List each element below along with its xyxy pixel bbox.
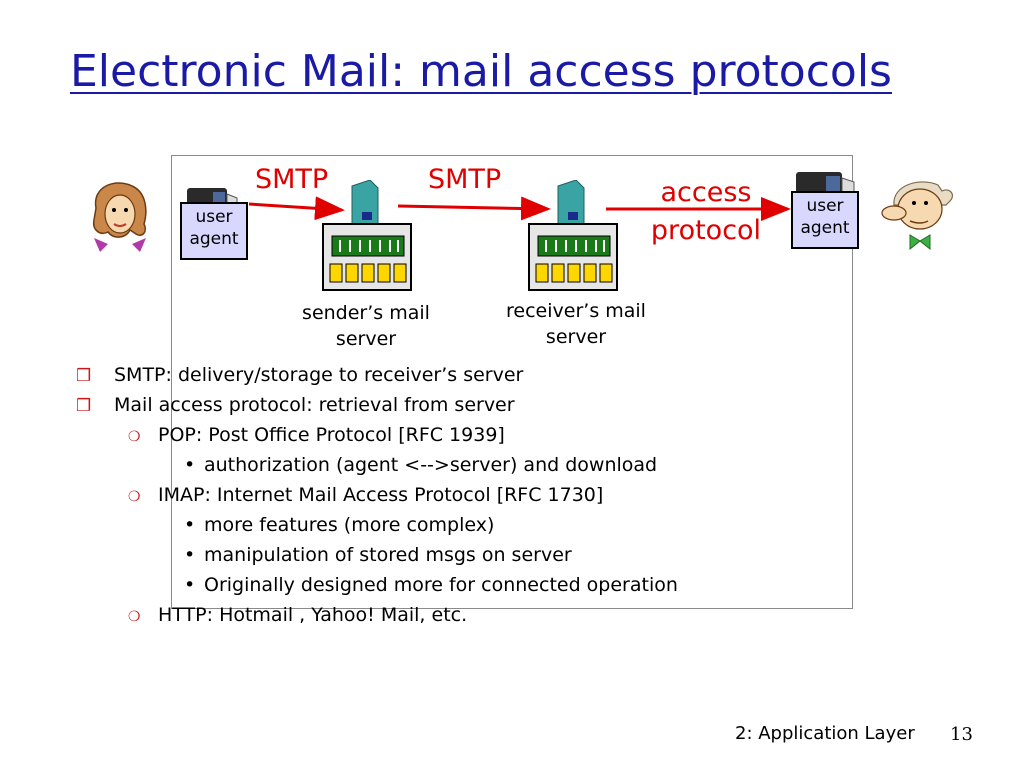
bullet-text: more features (more complex)	[204, 514, 495, 536]
smtp-label-2: SMTP	[428, 164, 502, 195]
bullet-item: ❍ IMAP: Internet Mail Access Protocol [R…	[128, 484, 603, 506]
slide-title: Electronic Mail: mail access protocols	[70, 46, 892, 97]
bullet-item: • manipulation of stored msgs on server	[184, 544, 572, 566]
bullet-text: Originally designed more for connected o…	[204, 574, 678, 596]
access-protocol-label: access protocol	[636, 174, 776, 250]
bullet-item: ❒ Mail access protocol: retrieval from s…	[76, 394, 515, 416]
receiver-server-label: receiver’s mail server	[486, 298, 666, 350]
bullet-text: POP: Post Office Protocol [RFC 1939]	[158, 424, 505, 446]
bullet-item: ❒ SMTP: delivery/storage to receiver’s s…	[76, 364, 523, 386]
bullet-text: Mail access protocol: retrieval from ser…	[114, 394, 515, 416]
bullet-text: IMAP: Internet Mail Access Protocol [RFC…	[158, 484, 604, 506]
access-protocol-line1: access	[660, 177, 752, 208]
dot-bullet-icon: •	[184, 454, 196, 476]
user-agent-right: user agent	[791, 191, 859, 249]
circle-bullet-icon: ❍	[128, 489, 141, 505]
person-man-icon	[881, 181, 954, 251]
bullet-item: ❍ POP: Post Office Protocol [RFC 1939]	[128, 424, 505, 446]
circle-bullet-icon: ❍	[128, 609, 141, 625]
sender-mail-server-icon	[322, 180, 412, 291]
dot-bullet-icon: •	[184, 544, 196, 566]
smtp-arrow-1	[248, 196, 345, 221]
receiver-server-line1: receiver’s mail	[506, 300, 646, 322]
smtp-arrow-2	[397, 196, 551, 221]
smtp-label-1: SMTP	[255, 164, 329, 195]
dot-bullet-icon: •	[184, 514, 196, 536]
footer-text: 2: Application Layer	[735, 723, 915, 744]
square-bullet-icon: ❒	[76, 396, 92, 416]
bullet-item: • authorization (agent <-->server) and d…	[184, 454, 657, 476]
bullet-text: HTTP: Hotmail , Yahoo! Mail, etc.	[158, 604, 468, 626]
page-number: 13	[950, 724, 973, 745]
circle-bullet-icon: ❍	[128, 429, 141, 445]
square-bullet-icon: ❒	[76, 366, 92, 386]
receiver-server-line2: server	[545, 326, 607, 348]
bullet-text: SMTP: delivery/storage to receiver’s ser…	[114, 364, 524, 386]
user-agent-right-line1: user	[806, 196, 844, 216]
sender-server-line1: sender’s mail	[302, 302, 430, 324]
bullet-text: manipulation of stored msgs on server	[204, 544, 572, 566]
bullet-item: • more features (more complex)	[184, 514, 494, 536]
user-agent-left: user agent	[180, 202, 248, 260]
bullet-item: ❍ HTTP: Hotmail , Yahoo! Mail, etc.	[128, 604, 467, 626]
bullet-text: authorization (agent <-->server) and dow…	[204, 454, 658, 476]
sender-server-line2: server	[335, 328, 397, 350]
dot-bullet-icon: •	[184, 574, 196, 596]
access-protocol-line2: protocol	[650, 215, 762, 246]
user-agent-left-line1: user	[195, 207, 233, 227]
receiver-mail-server-icon	[528, 180, 618, 291]
user-agent-left-line2: agent	[189, 229, 239, 249]
diagram-frame	[171, 155, 853, 609]
person-woman-icon	[92, 182, 147, 252]
bullet-item: • Originally designed more for connected…	[184, 574, 678, 596]
user-agent-right-line2: agent	[800, 218, 850, 238]
sender-server-label: sender’s mail server	[286, 300, 446, 352]
